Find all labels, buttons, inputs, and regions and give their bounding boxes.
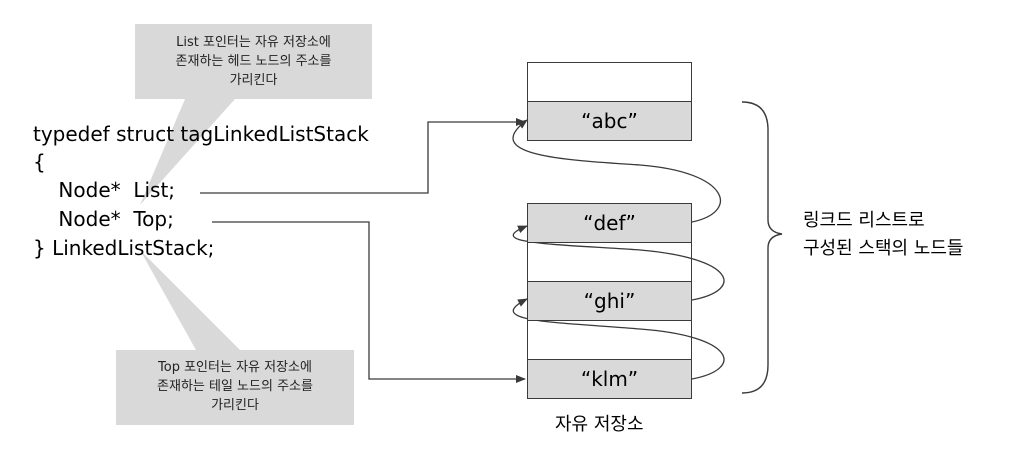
link-ghi-to-def — [512, 225, 725, 301]
memory-cell-empty-1 — [527, 242, 692, 282]
node-def-label: “def” — [583, 211, 636, 235]
list-callout-line3: 가리킨다 — [229, 73, 278, 88]
link-def-to-abc — [512, 119, 721, 223]
top-callout-bubble — [116, 250, 354, 425]
code-line-list: Node* List; — [33, 178, 176, 202]
list-pointer-arrow — [200, 118, 526, 194]
memory-node-klm: “klm” — [527, 359, 692, 399]
memory-cell-empty-2 — [527, 320, 692, 360]
brace-label-line2: 구성된 스택의 노드들 — [803, 238, 964, 259]
memory-node-abc: “abc” — [527, 101, 692, 141]
top-pointer-arrow — [212, 221, 526, 383]
list-callout-line1: List 포인터는 자유 저장소에 — [176, 35, 331, 50]
top-callout-line1: Top 포인터는 자유 저장소에 — [158, 360, 312, 375]
memory-node-ghi: “ghi” — [527, 281, 692, 321]
free-store-caption: 자유 저장소 — [555, 414, 644, 435]
code-line-open-brace: { — [33, 150, 46, 174]
top-callout-line2: 존재하는 테일 노드의 주소를 — [157, 379, 313, 394]
nodes-brace — [741, 101, 783, 394]
top-callout-line3: 가리킨다 — [211, 398, 259, 413]
memory-cell-empty-top — [527, 62, 692, 102]
code-line-close: } LinkedListStack; — [33, 236, 215, 260]
link-klm-to-ghi — [512, 298, 725, 380]
top-callout-text: Top 포인터는 자유 저장소에 존재하는 테일 노드의 주소를 가리킨다 — [116, 358, 354, 415]
node-klm-label: “klm” — [580, 367, 639, 391]
list-callout-text: List 포인터는 자유 저장소에 존재하는 헤드 노드의 주소를 가리킨다 — [135, 33, 372, 90]
node-abc-label: “abc” — [581, 109, 638, 133]
code-line-top: Node* Top; — [33, 207, 174, 231]
brace-label-line1: 링크드 리스트로 — [803, 210, 925, 231]
code-line-typedef: typedef struct tagLinkedListStack — [33, 122, 369, 146]
list-callout-bubble — [135, 24, 372, 205]
memory-node-def: “def” — [527, 203, 692, 243]
list-callout-line2: 존재하는 헤드 노드의 주소를 — [175, 54, 332, 69]
node-ghi-label: “ghi” — [583, 289, 636, 313]
brace-label: 링크드 리스트로 구성된 스택의 노드들 — [803, 207, 963, 263]
